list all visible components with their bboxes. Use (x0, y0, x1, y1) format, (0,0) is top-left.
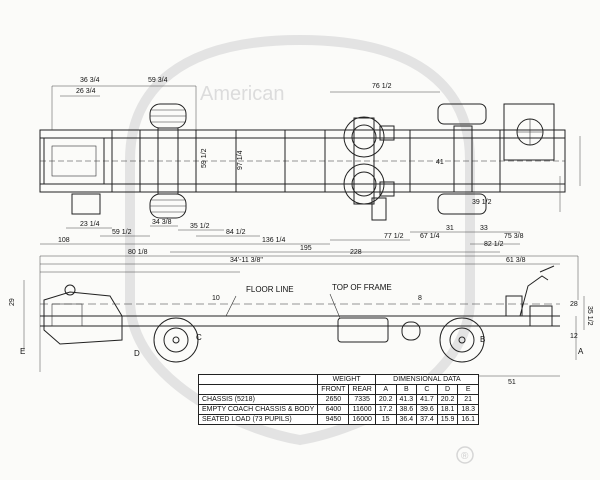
dim-d-cell: 18.1 (436, 404, 459, 415)
table-row: SEATED LOAD (73 PUPILS) 9450 16000 15 36… (197, 414, 479, 425)
plan-dim-text: 82 1/2 (484, 241, 504, 248)
side-dim-text: 61 3/8 (506, 257, 526, 264)
plan-dim-text: 136 1/4 (262, 237, 285, 244)
watermark-text: American (200, 83, 284, 105)
dimensional-data-header: DIMENSIONAL DATA (374, 374, 480, 385)
dim-col-header: B (395, 384, 418, 395)
driver-controls (505, 265, 555, 327)
front-axle (157, 127, 179, 195)
dim-letter: E (20, 347, 25, 356)
rear-weight-cell: 11600 (348, 404, 376, 415)
side-dim-text: 12 (570, 333, 578, 340)
plan-dim-text: 34 3/8 (152, 219, 172, 226)
dim-col-header: E (457, 384, 479, 395)
plan-dim-text: 23 1/4 (80, 221, 100, 228)
dim-d-cell: 15.9 (436, 414, 459, 425)
dim-col-header: A (374, 384, 397, 395)
dim-e-cell: 21 (457, 394, 479, 405)
rear-wheel (439, 317, 485, 363)
side-dim-text: 34'-11 3/8" (230, 257, 263, 264)
plan-dim-text: 108 (58, 237, 70, 244)
row-label: SEATED LOAD (73 PUPILS) (197, 414, 319, 425)
dim-a-cell: 20.2 (374, 394, 397, 405)
plan-dim-text: 35 1/2 (190, 223, 210, 230)
side-dim-text: 51 (508, 379, 516, 386)
front-header: FRONT (317, 384, 350, 395)
registered-mark-icon (456, 446, 474, 464)
plan-dim-text: 97 1/4 (237, 150, 244, 170)
side-dim-text: 80 1/8 (128, 249, 148, 256)
plan-dim-text: 36 3/4 (80, 77, 100, 84)
fuel-tank (337, 317, 389, 343)
plan-dim-text: 59 1/2 (201, 148, 208, 168)
floor-line-label: FLOOR LINE (246, 285, 294, 294)
side-dim-text: 35 1/2 (586, 306, 593, 326)
plan-dim-text: 59 3/4 (148, 77, 168, 84)
engine-block (43, 137, 105, 185)
dim-b-cell: 36.4 (395, 414, 418, 425)
plan-dim-text: 76 1/2 (372, 83, 392, 90)
side-engine (43, 291, 123, 345)
plan-dim-text: 33 (480, 225, 488, 232)
rear-weight-cell: 16000 (348, 414, 376, 425)
plan-dim-text: 59 1/2 (112, 229, 132, 236)
plan-dim-text: 31 (446, 225, 454, 232)
plan-dim-text: 26 3/4 (76, 88, 96, 95)
plan-dim-text: 195 (300, 245, 312, 252)
dim-e-cell: 16.1 (457, 414, 479, 425)
dim-col-header: D (436, 384, 459, 395)
dim-c-cell: 39.6 (416, 404, 438, 415)
rear-axle-assembly (343, 116, 395, 221)
dim-b-cell: 38.6 (395, 404, 418, 415)
air-tank (401, 321, 421, 341)
table-row: EMPTY COACH CHASSIS & BODY 6400 11600 17… (197, 404, 479, 415)
plan-dim-text: 75 3/8 (504, 233, 524, 240)
plan-dim-text: 41 (436, 159, 444, 166)
registered-mark-text: ® (461, 451, 469, 462)
dim-a-cell: 15 (374, 414, 397, 425)
dim-letter: A (578, 347, 584, 356)
dim-letter: C (196, 333, 202, 342)
plan-dim-text: 84 1/2 (226, 229, 246, 236)
row-label: EMPTY COACH CHASSIS & BODY (197, 404, 319, 415)
dim-c-cell: 41.7 (416, 394, 438, 405)
rear-weight-cell: 7335 (348, 394, 376, 405)
side-dim-text: 228 (350, 249, 362, 256)
dim-b-cell: 41.3 (395, 394, 418, 405)
side-dim-text: 28 (570, 301, 578, 308)
steering-assembly (437, 103, 555, 215)
table-corner-cell (197, 374, 319, 385)
front-weight-cell: 6400 (317, 404, 350, 415)
plan-dim-text: 77 1/2 (384, 233, 404, 240)
table-row: CHASSIS (5218) 2650 7335 20.2 41.3 41.7 … (197, 394, 479, 405)
battery-box (71, 193, 101, 215)
front-weight-cell: 9450 (317, 414, 350, 425)
dim-e-cell: 18.3 (457, 404, 479, 415)
plan-view: 36 3/4 26 3/4 59 3/4 76 1/2 23 1/4 59 1/… (39, 77, 581, 253)
top-of-frame-label: TOP OF FRAME (332, 283, 392, 292)
rear-header: REAR (348, 384, 376, 395)
dim-d-cell: 20.2 (436, 394, 459, 405)
side-dim-text: 29 (9, 298, 16, 306)
dim-letter: D (134, 349, 140, 358)
dim-a-cell: 17.2 (374, 404, 397, 415)
table-corner-cell (197, 384, 319, 395)
front-wheel (153, 317, 199, 363)
side-view: 80 1/8 34'-11 3/8" 228 61 3/8 29 28 35 1… (9, 249, 593, 386)
row-label: CHASSIS (5218) (197, 394, 319, 405)
front-weight-cell: 2650 (317, 394, 350, 405)
side-dim-text: 8 (418, 295, 422, 302)
plan-dim-text: 39 1/2 (472, 199, 492, 206)
side-dim-text: 10 (212, 295, 220, 302)
dim-c-cell: 37.4 (416, 414, 438, 425)
plan-dim-text: 67 1/4 (420, 233, 440, 240)
weight-dimension-table: WEIGHT DIMENSIONAL DATA FRONT REAR A B C… (197, 374, 480, 425)
dim-col-header: C (416, 384, 438, 395)
weight-header: WEIGHT (317, 374, 376, 385)
dim-letter: B (480, 335, 485, 344)
